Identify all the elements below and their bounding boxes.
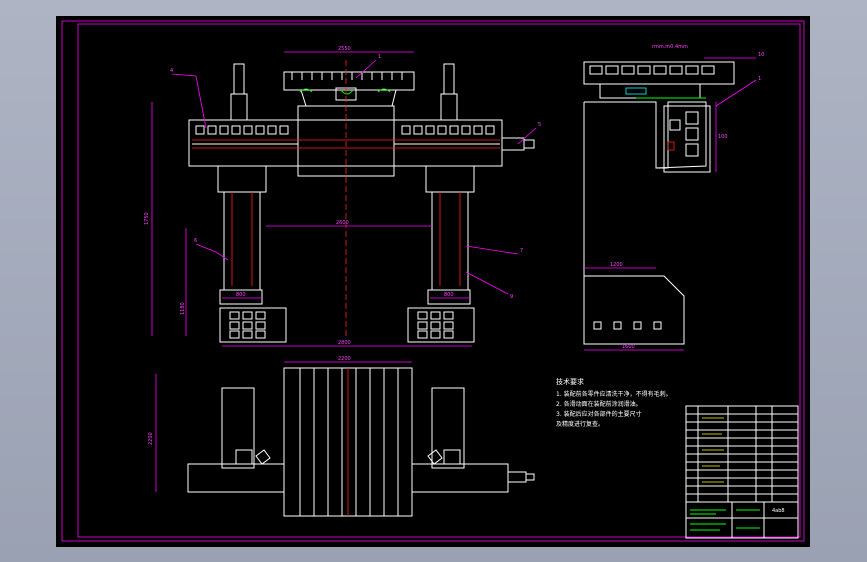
tech-line-3: 3. 装配后应对各部件的主要尺寸 <box>556 410 642 418</box>
side-callout-10: 10 <box>758 52 764 58</box>
dim-height-total: 1750 <box>144 212 150 225</box>
dim-column-right: 800 <box>444 292 454 298</box>
callout-5: 5 <box>538 122 541 128</box>
drawing-number: 4ab8 <box>772 508 785 514</box>
tech-line-1: 1. 装配前各零件应清洗干净，不得有毛刺。 <box>556 390 672 398</box>
dim-height-lower: 1180 <box>180 302 186 315</box>
side-view: 1200 1600 100 rmm.m0.4mm 10 1 <box>583 44 764 351</box>
sheet-outer-border <box>61 20 805 542</box>
side-top-label: rmm.m0.4mm <box>652 44 688 50</box>
tech-line-2: 2. 各滑动面在装配前涂润滑油。 <box>556 400 642 408</box>
sheet-inner-border <box>77 23 801 538</box>
callout-6: 6 <box>194 238 197 244</box>
side-callout-1: 1 <box>758 76 761 82</box>
side-dim-right: 100 <box>718 134 728 140</box>
dim-column-width: 800 <box>236 292 246 298</box>
side-dim-mid: 1200 <box>610 262 623 268</box>
dim-center: 2600 <box>336 220 349 226</box>
dim-base-width: 2800 <box>338 340 351 346</box>
plan-dim-top: 2200 <box>338 356 351 362</box>
tech-line-4: 及精度进行复查。 <box>556 420 604 428</box>
engineering-drawing: 2550 <box>61 20 805 542</box>
dim-top-width: 2550 <box>338 46 351 52</box>
title-block: 4ab8 <box>685 405 799 539</box>
callout-1: 1 <box>378 54 381 60</box>
front-view: 2550 <box>144 46 541 347</box>
callout-9: 9 <box>510 294 513 300</box>
callout-7: 7 <box>520 248 523 254</box>
side-dim-bottom: 1600 <box>622 344 635 350</box>
plan-view: 2200 2200 <box>148 356 535 517</box>
callout-4: 4 <box>170 68 173 74</box>
cad-drawing-viewport[interactable]: 2550 <box>56 16 810 547</box>
tech-title: 技术要求 <box>556 377 584 386</box>
plan-dim-left: 2200 <box>148 432 154 445</box>
tech-requirements: 技术要求 1. 装配前各零件应清洗干净，不得有毛刺。 2. 各滑动面在装配前涂润… <box>556 377 672 428</box>
